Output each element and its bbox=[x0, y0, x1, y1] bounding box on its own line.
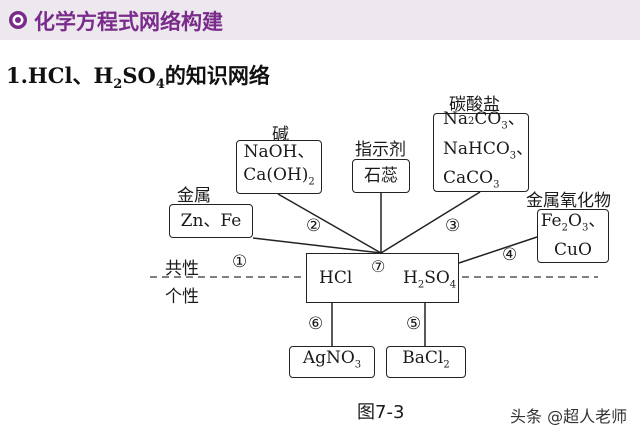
box-indicator: 石蕊 bbox=[352, 159, 410, 193]
center-box-acids: HCl ⑦ H2SO4 bbox=[306, 253, 459, 303]
number-4: ④ bbox=[502, 245, 518, 265]
number-2: ② bbox=[306, 216, 322, 236]
box-bacl2: BaCl2 bbox=[386, 346, 466, 378]
box-metal: Zn、Fe bbox=[169, 204, 253, 238]
box-agno3: AgNO3 bbox=[289, 346, 375, 378]
connector-base bbox=[277, 193, 382, 254]
label-common: 共性 bbox=[165, 259, 199, 279]
label-indicator: 指示剂 bbox=[355, 140, 406, 160]
header-title: 化学方程式网络构建 bbox=[34, 10, 223, 34]
label-hcl: HCl bbox=[319, 268, 353, 288]
figure-caption: 图7-3 bbox=[357, 402, 405, 423]
box-carbonate: Na2CO3、 NaHCO3、 CaCO3 bbox=[433, 109, 533, 192]
connector-carbonate bbox=[380, 191, 481, 254]
number-6: ⑥ bbox=[308, 314, 324, 334]
box-base: NaOH、 Ca(OH)2 bbox=[236, 140, 322, 194]
section-title: 1.HCl、H2SO4的知识网络 bbox=[6, 63, 270, 93]
header-bar: 化学方程式网络构建 bbox=[0, 0, 640, 40]
number-3: ③ bbox=[445, 216, 461, 236]
number-5: ⑤ bbox=[406, 314, 422, 334]
label-carbonate: 碳酸盐 bbox=[449, 95, 500, 115]
label-metal: 金属 bbox=[177, 186, 211, 206]
number-1: ① bbox=[232, 252, 248, 272]
target-bullet-icon bbox=[9, 11, 27, 29]
connector-metal bbox=[252, 237, 382, 254]
connector-oxide bbox=[458, 236, 538, 264]
box-metal-oxide: Fe2O3、 CuO bbox=[537, 209, 609, 263]
label-metal-oxide: 金属氧化物 bbox=[526, 191, 611, 211]
label-h2so4: H2SO4 bbox=[403, 268, 457, 291]
watermark: 头条 @超人老师 bbox=[510, 407, 628, 426]
label-individual: 个性 bbox=[165, 287, 199, 307]
number-7: ⑦ bbox=[371, 257, 386, 276]
